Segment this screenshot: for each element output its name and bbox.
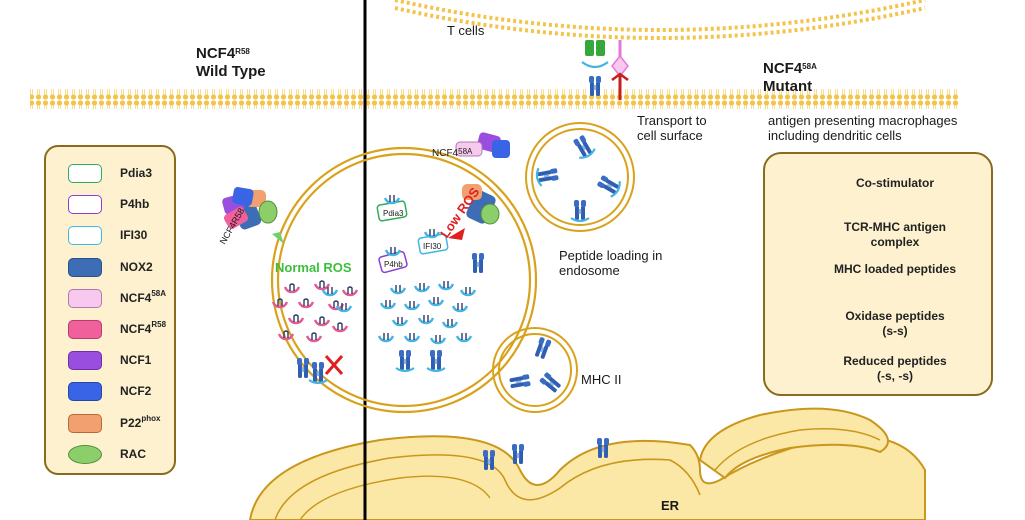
transport-label: Transport to cell surface xyxy=(637,113,707,143)
p4hb-enzyme xyxy=(378,245,408,274)
ncf4-58a-tag: NCF458A xyxy=(432,147,473,159)
co-stimulator xyxy=(611,40,629,100)
legend-label: P4hb xyxy=(120,197,150,212)
t-cell-membrane xyxy=(394,0,926,40)
legend-swatch-ifi30 xyxy=(68,226,102,246)
endoplasmic-reticulum xyxy=(248,407,926,520)
legend-swatch-rac xyxy=(68,444,102,464)
legend-swatch-p22phox xyxy=(68,413,102,433)
legend-swatch-ncf1 xyxy=(68,351,102,371)
reduced-peptides xyxy=(321,279,477,345)
legend-label: Pdia3 xyxy=(120,166,153,180)
mhc-molecules-endosome xyxy=(536,133,623,221)
legend-swatch-nox2 xyxy=(68,257,102,277)
legend-swatch-p4hb xyxy=(68,195,102,215)
legend-label: NCF2 xyxy=(120,384,152,399)
legend-swatch-ncf2 xyxy=(68,382,102,402)
legend-label: RAC xyxy=(120,446,146,461)
apc-label: antigen presenting macrophages including… xyxy=(768,113,958,143)
nadph-oxidase-wild-type xyxy=(222,187,284,244)
ifi30-enzyme xyxy=(417,227,449,255)
legend-right-label: Reduced peptides (-s, -s) xyxy=(843,354,947,383)
phagosome xyxy=(270,146,538,414)
legend-label: NCF1 xyxy=(120,353,152,368)
legend-swatch-ncf458a xyxy=(68,288,102,308)
pdia3-tag: Pdia3 xyxy=(383,209,404,218)
ifi30-tag: IFI30 xyxy=(423,242,442,251)
wild-type-title: NCF4R58 Wild Type xyxy=(196,45,266,80)
er-label: ER xyxy=(661,498,680,513)
p4hb-tag: P4hb xyxy=(384,260,403,269)
t-cells-label: T cells xyxy=(447,23,485,38)
legend-right-label: Oxidase peptides (s-s) xyxy=(845,309,945,338)
endosome-peptide-loading xyxy=(525,122,635,232)
normal-ros-label: Normal ROS xyxy=(275,260,352,275)
legend-label: NCF458A xyxy=(120,288,167,305)
legend-right-label: MHC loaded peptides xyxy=(833,262,956,276)
legend-label: IFI30 xyxy=(120,228,148,243)
nadph-oxidase-mutant xyxy=(448,132,510,240)
tcr-mhc-complex xyxy=(581,40,609,96)
peptide-loading-label: Peptide loading in endosome xyxy=(559,248,663,278)
plasma-membrane xyxy=(30,89,960,109)
legend-swatch-ncf4r58 xyxy=(68,320,102,339)
legend-label: P22phox xyxy=(120,413,161,430)
mhc-molecules-vesicle xyxy=(509,336,562,394)
block-cross-icon xyxy=(324,355,344,375)
legend-label: NOX2 xyxy=(120,259,153,274)
legend-right-label: Co-stimulator xyxy=(856,176,934,190)
mhc-ii-label: MHC II xyxy=(581,372,622,387)
mutant-title: NCF458A Mutant xyxy=(763,60,817,95)
legend-right-label: TCR-MHC antigen complex xyxy=(844,220,946,249)
legend-swatch-pdia3 xyxy=(68,164,102,183)
mhc-ii-vesicle xyxy=(492,327,578,413)
pdia3-enzyme xyxy=(376,193,408,222)
legend-label: NCF4R58 xyxy=(120,320,167,336)
